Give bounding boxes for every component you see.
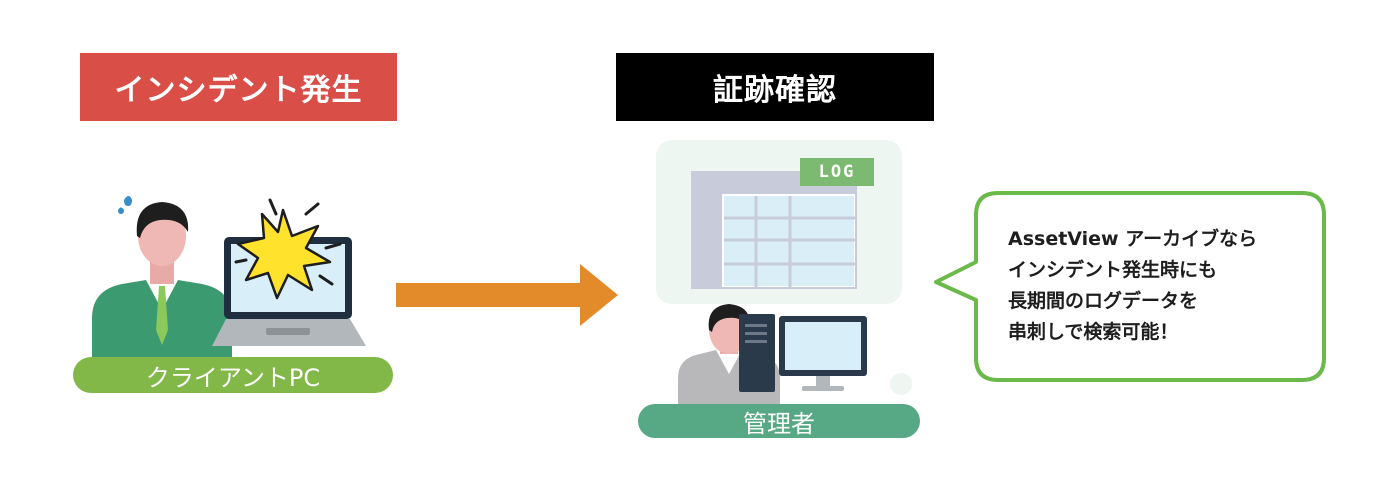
desktop-pc-icon — [739, 314, 867, 392]
bubble-text: AssetView アーカイブなら インシデント発生時にも 長期間のログデータを… — [1008, 224, 1313, 348]
client-person-icon — [92, 196, 232, 360]
admin-label: 管理者 — [638, 404, 920, 438]
crash-burst-icon — [234, 198, 342, 300]
speech-bubble — [934, 191, 1326, 382]
bubble-line: 串刺しで検索可能！ — [1008, 321, 1179, 343]
decoration-circle — [890, 373, 912, 395]
bubble-line: AssetView アーカイブなら — [1008, 228, 1258, 250]
bubble-line: インシデント発生時にも — [1008, 259, 1218, 281]
flow-arrow-icon — [396, 264, 618, 326]
log-tag: LOG — [800, 158, 874, 186]
incident-header: インシデント発生 — [80, 53, 397, 121]
client-pc-label: クライアントPC — [73, 357, 393, 393]
evidence-header: 証跡確認 — [616, 53, 934, 121]
bubble-line: 長期間のログデータを — [1008, 290, 1199, 312]
